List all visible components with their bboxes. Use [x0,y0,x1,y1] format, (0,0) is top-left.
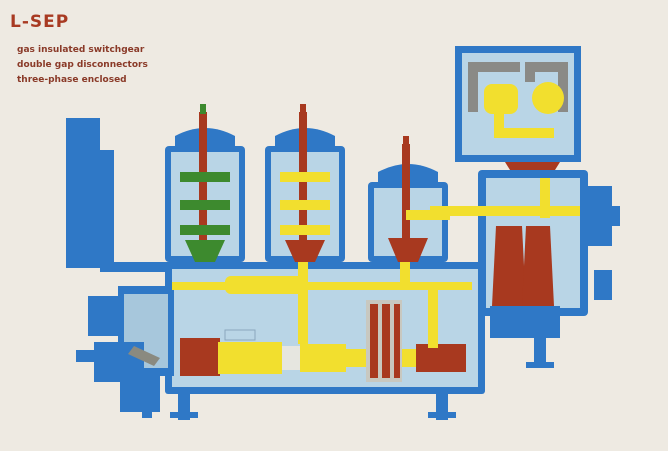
outgoing-feeder-enclosure [430,170,620,338]
subtitle-line-3: three-phase enclosed [17,75,127,85]
disconnector-tower-2 [265,104,345,262]
disconnector-tower-1 [165,104,245,262]
disconnector-tower-3 [368,136,450,262]
support-feet [170,338,554,420]
cable-termination-unit [76,286,174,418]
voltage-transformer-enclosure [455,46,581,178]
subtitle-line-2: double gap disconnectors [17,60,148,70]
current-transformer-stack [366,300,402,382]
diagram-title: L-SEP [10,12,70,32]
yellow-conductor-network [172,262,472,364]
left-cable-duct [66,118,100,268]
subtitle-line-1: gas insulated switchgear [17,45,145,55]
